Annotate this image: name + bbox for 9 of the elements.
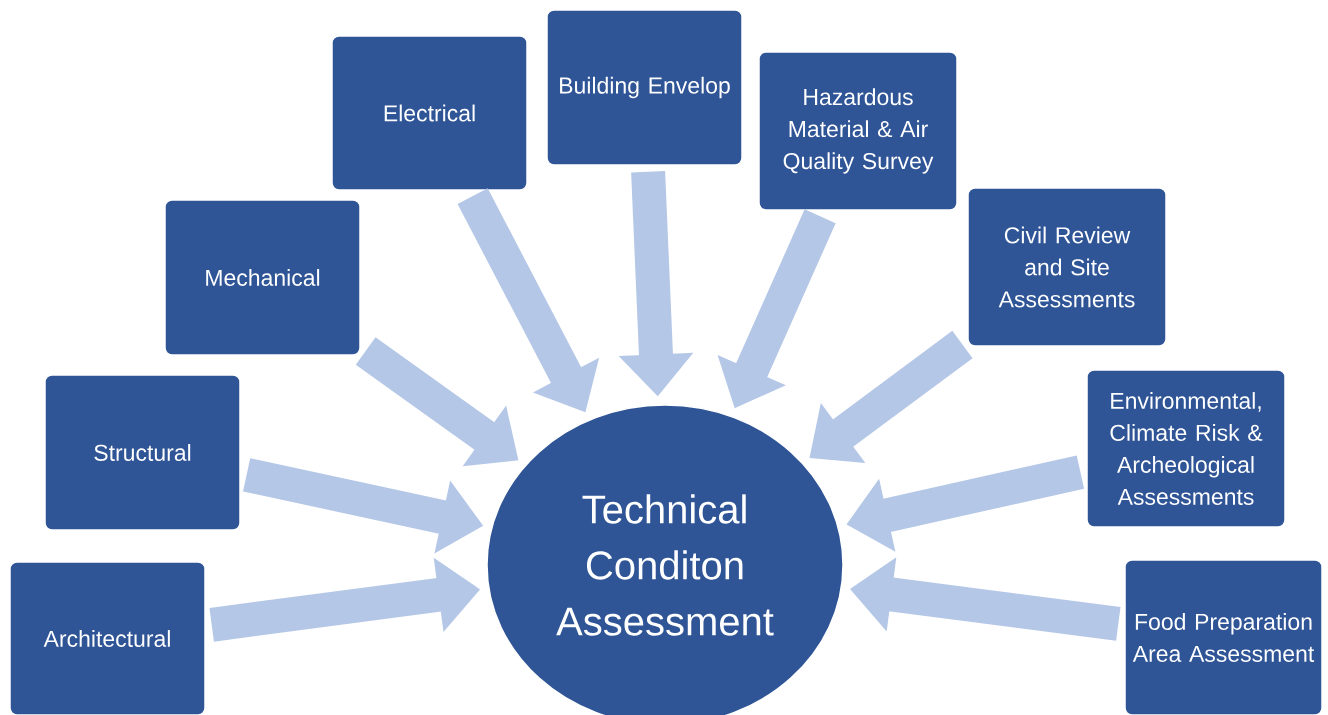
category-box: Food Preparation Area Assessment [1124,559,1323,715]
category-box: Mechanical [164,199,361,356]
category-box: Architectural [9,561,206,715]
category-box: Hazardous Material & Air Quality Survey [758,51,958,211]
category-box: Building Envelop [546,9,743,166]
category-box: Environmental, Climate Risk & Archeological Assessments [1086,369,1286,528]
category-box: Civil Review and Site Assessments [967,187,1167,347]
category-box: Structural [44,374,241,531]
category-box: Electrical [331,35,528,191]
